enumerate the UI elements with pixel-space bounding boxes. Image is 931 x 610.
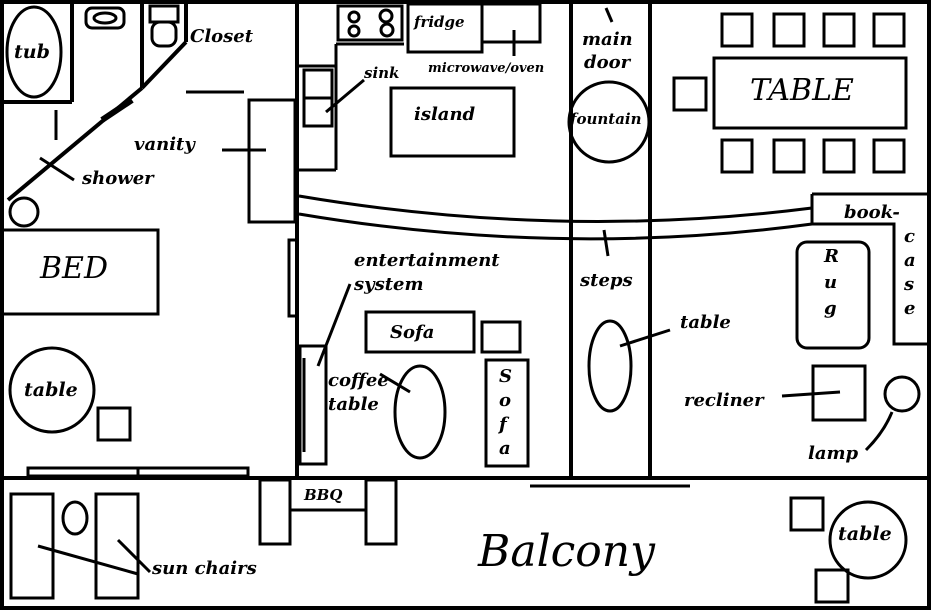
- sun-chair-2: [94, 492, 140, 600]
- entertainment-shape: [298, 344, 328, 466]
- shower-head: [8, 196, 40, 228]
- vanity-label: vanity: [134, 134, 196, 155]
- bookcase-label: book-: [844, 202, 900, 223]
- balcony-table-label: table: [838, 523, 892, 545]
- tub-label: tub: [14, 41, 50, 63]
- main-door-label-2: door: [584, 52, 632, 73]
- bedroom-chair: [96, 406, 132, 442]
- bookcase-label-a: a: [904, 250, 916, 271]
- sofa-v-label-o: o: [499, 390, 511, 411]
- closet-label: Closet: [190, 26, 254, 47]
- balcony-table-shape: [828, 500, 908, 580]
- sun-chairs-label: sun chairs: [151, 558, 257, 579]
- bookcase-label-e: e: [904, 298, 915, 319]
- entertainment-label: entertainment: [354, 250, 500, 271]
- island-label: island: [414, 104, 476, 125]
- sofa-v-label-a: a: [499, 438, 511, 459]
- sofa-horizontal: [364, 310, 476, 354]
- bed-shape: [0, 228, 160, 316]
- fridge-label: fridge: [413, 13, 465, 31]
- sofa-v-label-s: S: [499, 366, 512, 387]
- coffee-table-label: coffee: [328, 370, 389, 391]
- rug-shape: [795, 240, 871, 350]
- microwave-label: microwave/oven: [428, 61, 544, 76]
- tub-shape: [5, 5, 63, 99]
- balcony-label: Balcony: [477, 526, 656, 577]
- dining-table-label: TABLE: [750, 73, 854, 108]
- lamp-shape: [883, 375, 921, 413]
- main-door-label: main: [582, 29, 633, 50]
- sun-chair-1: [9, 492, 55, 600]
- room-labels: tub Closet fridge microwave/oven sink is…: [14, 13, 916, 579]
- center-table-shape: [587, 319, 633, 413]
- rug-label-g: g: [824, 298, 837, 319]
- coffee-table-label-2: table: [328, 394, 379, 415]
- recliner-label: recliner: [684, 390, 765, 411]
- bedroom-table-label: table: [24, 379, 78, 401]
- dining-table-shape: [712, 56, 908, 130]
- stove: [336, 4, 404, 42]
- fountain-label: fountain: [569, 110, 642, 128]
- rug-label-u: u: [824, 272, 837, 293]
- bookcase-label-s: s: [903, 274, 914, 295]
- lamp-label: lamp: [808, 443, 859, 464]
- toilet: [148, 4, 180, 24]
- bbq-label: BBQ: [303, 486, 342, 504]
- steps-label: steps: [579, 270, 633, 291]
- rug-label-r: R: [823, 246, 839, 267]
- entertainment-label-2: system: [353, 274, 424, 295]
- fountain-shape: [567, 80, 651, 164]
- bed-label: BED: [39, 251, 108, 286]
- sofa-v-label-f: f: [497, 414, 510, 435]
- center-table-label: table: [680, 312, 731, 333]
- island-shape: [389, 86, 516, 158]
- microwave-shape: [480, 2, 542, 44]
- bedroom-table-shape: [8, 346, 96, 434]
- coffee-table-shape: [393, 364, 447, 460]
- bathroom-sink: [84, 6, 126, 30]
- bookcase-label-c: c: [904, 226, 915, 247]
- vanity-shape: [247, 98, 297, 224]
- sofa-vertical: [484, 358, 530, 468]
- shower-label: shower: [81, 168, 155, 189]
- sink-label: sink: [364, 64, 399, 82]
- sofa-h-label: Sofa: [390, 322, 434, 343]
